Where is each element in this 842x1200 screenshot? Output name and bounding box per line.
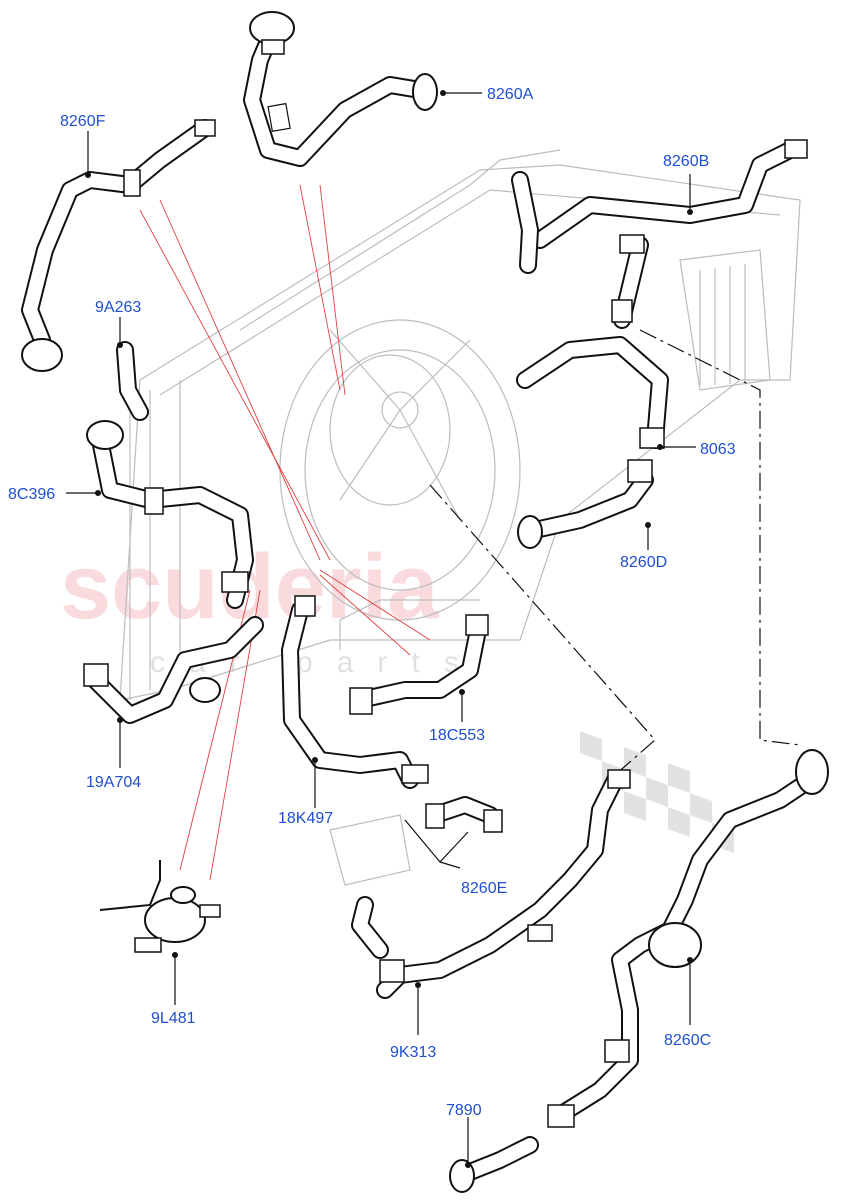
label-9A263: 9A263 bbox=[95, 299, 141, 316]
hose-8260A bbox=[243, 11, 438, 167]
hose-8063 bbox=[516, 336, 669, 449]
hose-18C553 bbox=[349, 614, 489, 715]
label-8063: 8063 bbox=[700, 441, 736, 458]
part-labels: 8260F 8260A 8260B 9A263 8C396 8063 8260D… bbox=[8, 86, 736, 1119]
label-19A704: 19A704 bbox=[86, 774, 141, 791]
radiator-fan-assembly bbox=[119, 149, 801, 886]
reference-lines bbox=[139, 184, 431, 881]
leader-lines bbox=[66, 92, 696, 1165]
hose-8260C bbox=[551, 749, 829, 1124]
label-7890: 7890 bbox=[446, 1102, 482, 1119]
label-8260C: 8260C bbox=[664, 1032, 711, 1049]
leader-dots bbox=[85, 90, 693, 1168]
label-18K497: 18K497 bbox=[278, 810, 333, 827]
label-8260A: 8260A bbox=[487, 86, 534, 103]
label-9L481: 9L481 bbox=[151, 1010, 196, 1027]
label-18C553: 18C553 bbox=[429, 727, 485, 744]
hose-9K313 bbox=[351, 769, 631, 999]
hose-8260E bbox=[425, 796, 503, 833]
hose-8C396 bbox=[86, 420, 254, 609]
relation-lines bbox=[429, 329, 801, 776]
hose-7890 bbox=[449, 1104, 575, 1193]
hose-9A263 bbox=[116, 341, 149, 421]
hose-8260F bbox=[21, 119, 216, 372]
hose-19A704 bbox=[83, 616, 264, 724]
label-8C396: 8C396 bbox=[8, 486, 55, 503]
label-8260B: 8260B bbox=[663, 153, 709, 170]
label-8260E: 8260E bbox=[461, 880, 507, 897]
hose-8260D bbox=[517, 459, 654, 549]
label-8260D: 8260D bbox=[620, 554, 667, 571]
hose-18K497 bbox=[281, 595, 429, 789]
label-9K313: 9K313 bbox=[390, 1044, 436, 1061]
pump-9L481 bbox=[99, 860, 221, 953]
label-8260F: 8260F bbox=[60, 113, 106, 130]
